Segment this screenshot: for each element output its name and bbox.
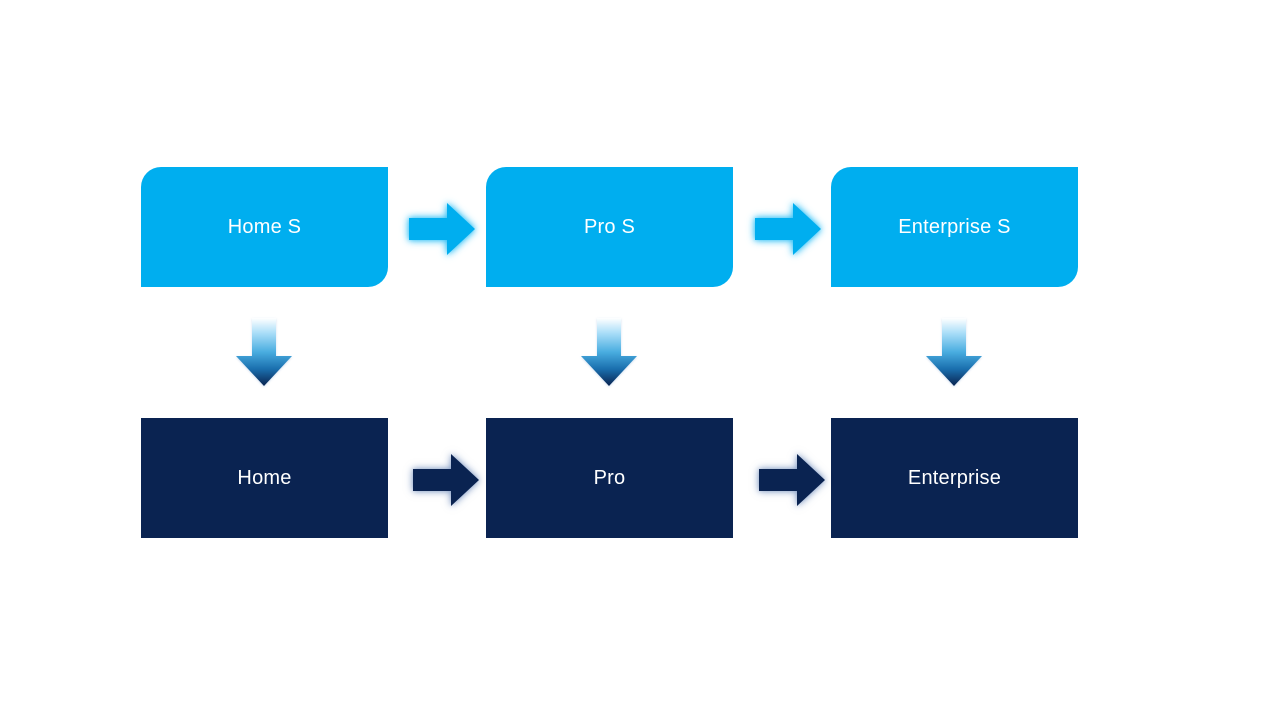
node-label: Home S <box>227 215 302 238</box>
node-label: Pro <box>593 466 626 489</box>
right-arrow-icon <box>413 454 479 506</box>
node-enterprise: Enterprise <box>831 418 1078 538</box>
down-arrow-icon <box>236 318 292 386</box>
down-arrow-icon <box>581 318 637 386</box>
right-arrow-icon <box>409 203 475 255</box>
node-pro-s: Pro S <box>486 167 733 287</box>
node-home-s: Home S <box>141 167 388 287</box>
node-enterprise-s: Enterprise S <box>831 167 1078 287</box>
node-label: Enterprise S <box>898 215 1011 238</box>
node-home: Home <box>141 418 388 538</box>
right-arrow-icon <box>759 454 825 506</box>
right-arrow-icon <box>755 203 821 255</box>
node-pro: Pro <box>486 418 733 538</box>
down-arrow-icon <box>926 318 982 386</box>
node-label: Enterprise <box>907 466 1002 489</box>
node-label: Pro S <box>583 215 636 238</box>
node-label: Home <box>237 466 292 489</box>
